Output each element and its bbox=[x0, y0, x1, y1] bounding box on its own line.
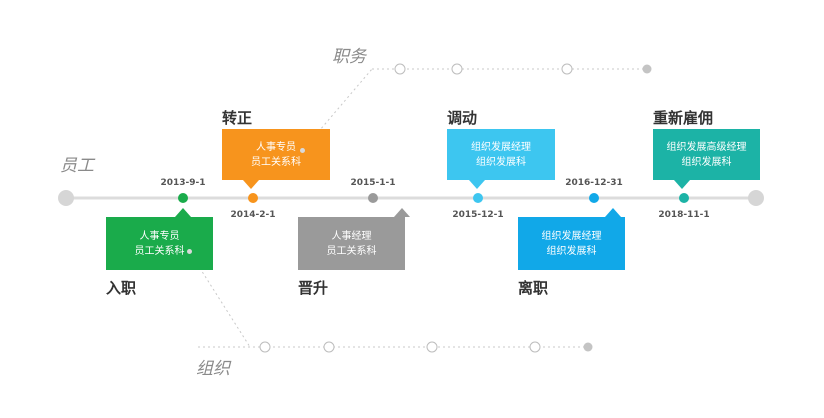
card-line-role: 人事专员 bbox=[139, 230, 180, 242]
event-title-regularization: 转正 bbox=[222, 109, 253, 127]
card-line-dept: 组织发展科 bbox=[681, 156, 732, 168]
event-date-transfer: 2015-12-1 bbox=[452, 210, 504, 220]
card-pointer-hire bbox=[175, 208, 191, 217]
event-node-transfer bbox=[473, 193, 483, 203]
organization-line-end-dot bbox=[583, 342, 593, 352]
card-line-dept: 员工关系科 bbox=[251, 156, 301, 168]
event-card-resignation: 组织发展经理 组织发展科 bbox=[518, 217, 625, 270]
event-card-hire: 人事专员 员工关系科 bbox=[106, 217, 213, 270]
lane-label-organization: 组织 bbox=[196, 359, 230, 379]
position-ring-node bbox=[561, 63, 573, 75]
lane-label-position: 职务 bbox=[332, 47, 366, 67]
organization-ring-node bbox=[323, 341, 335, 353]
event-title-resignation: 离职 bbox=[518, 279, 549, 297]
organization-diagonal-connector bbox=[188, 250, 251, 348]
event-date-promotion: 2015-1-1 bbox=[350, 178, 396, 188]
connector-point bbox=[187, 249, 192, 254]
timeline-start-cap bbox=[58, 190, 74, 206]
event-date-rehire: 2018-11-1 bbox=[658, 210, 710, 220]
event-node-rehire bbox=[679, 193, 689, 203]
lane-label-employee: 员工 bbox=[60, 156, 94, 176]
card-line-role: 组织发展经理 bbox=[541, 230, 602, 242]
event-title-hire: 入职 bbox=[106, 279, 137, 297]
event-date-hire: 2013-9-1 bbox=[160, 178, 206, 188]
position-ring-node bbox=[394, 63, 406, 75]
organization-ring-node bbox=[529, 341, 541, 353]
event-card-transfer: 组织发展经理 组织发展科 bbox=[447, 129, 555, 180]
position-line-end-dot bbox=[642, 64, 652, 74]
timeline-end-cap bbox=[748, 190, 764, 206]
organization-ring-node bbox=[259, 341, 271, 353]
card-pointer-rehire bbox=[674, 180, 690, 189]
card-pointer-promotion bbox=[394, 208, 410, 217]
connector-point bbox=[300, 148, 305, 153]
event-date-regularization: 2014-2-1 bbox=[230, 210, 276, 220]
card-pointer-resignation bbox=[605, 208, 621, 217]
position-ring-node bbox=[451, 63, 463, 75]
event-node-promotion bbox=[368, 193, 378, 203]
event-node-regularization bbox=[248, 193, 258, 203]
event-date-resignation: 2016-12-31 bbox=[565, 178, 623, 188]
card-line-dept: 员工关系科 bbox=[134, 245, 185, 257]
organization-ring-node bbox=[426, 341, 438, 353]
card-line-dept: 员工关系科 bbox=[326, 245, 377, 257]
card-line-role: 组织发展高级经理 bbox=[666, 141, 747, 153]
card-line-dept: 组织发展科 bbox=[476, 156, 526, 168]
event-card-promotion: 人事经理 员工关系科 bbox=[298, 217, 405, 270]
event-title-promotion: 晋升 bbox=[298, 279, 329, 297]
card-pointer-transfer bbox=[469, 180, 485, 189]
event-node-resignation bbox=[589, 193, 599, 203]
card-line-role: 人事经理 bbox=[331, 230, 372, 242]
event-node-hire bbox=[178, 193, 188, 203]
event-card-rehire: 组织发展高级经理 组织发展科 bbox=[653, 129, 760, 180]
card-line-role: 人事专员 bbox=[256, 141, 296, 153]
card-line-dept: 组织发展科 bbox=[546, 245, 597, 257]
event-title-transfer: 调动 bbox=[447, 109, 478, 127]
event-card-regularization: 人事专员 员工关系科 bbox=[222, 129, 330, 180]
event-title-rehire: 重新雇佣 bbox=[653, 109, 714, 127]
card-line-role: 组织发展经理 bbox=[471, 141, 531, 153]
card-pointer-regularization bbox=[243, 180, 259, 189]
